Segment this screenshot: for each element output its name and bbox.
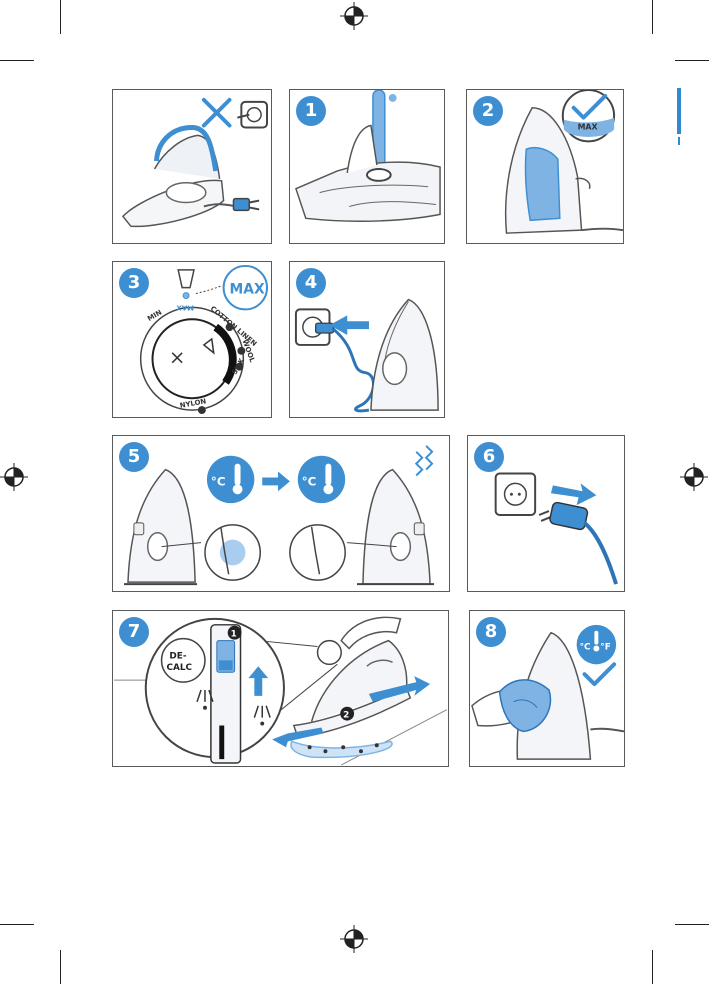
panel-step-3: 3 MAX MAX MIN COTTON LINEN WOOL SILK NYL… [112,261,272,418]
crop-mark-top-right-v [652,0,653,34]
panel-step-8: 8 °C °F [469,610,625,767]
check-icon [571,93,608,120]
sub-step-2: 2 [343,711,349,721]
thermometer-icon [206,455,255,504]
crop-mark-bottom-left-h [0,924,34,925]
unit-c-right: °C [302,474,317,488]
unit-c: °C [580,643,591,653]
plug-icon [315,322,335,334]
panel-step-7: 7 2 1 [112,610,449,767]
crop-mark-bottom-right-v [652,950,653,984]
crop-mark-bottom-right-h [675,924,709,925]
max-level-label: MAX [578,122,598,131]
panel-step-2: 2 MAX [466,89,624,244]
step-badge-5: 5 [119,442,149,472]
unit-f: °F [600,643,611,653]
cross-icon [201,97,232,128]
side-tab-marker [677,88,681,134]
step-badge-8: 8 [476,617,506,647]
step-badge-4: 4 [296,268,326,298]
panel-step-4: 4 [289,261,445,418]
panel-unplug-warning [112,89,272,244]
registration-mark-left [0,463,28,491]
unit-c-left: °C [211,474,226,488]
crop-mark-bottom-left-v [60,950,61,984]
crop-mark-top-left-h [0,60,34,61]
registration-mark-top [340,2,368,30]
step-badge-1: 1 [296,96,326,126]
panel-step-1: 1 [289,89,445,244]
panel-step-5: 5 °C °C [112,435,450,592]
step-badge-3: 3 [119,268,149,298]
step-badge-6: 6 [474,442,504,472]
step-badge-7: 7 [119,617,149,647]
crop-mark-top-left-v [60,0,61,34]
crop-mark-top-right-h [675,60,709,61]
side-tab-marker-small [678,137,680,145]
max-badge-label: MAX [230,282,265,298]
check-icon-2 [582,662,617,687]
decalc-label-line1: DE- [169,651,186,661]
min-dial-label: MIN [146,308,163,323]
sub-step-1: 1 [231,630,237,640]
max-dial-label: MAX [176,303,194,311]
registration-mark-right [680,463,708,491]
decalc-label-line2: CALC [166,663,192,673]
registration-mark-bottom [340,925,368,953]
step-badge-2: 2 [473,96,503,126]
panel-step-6: 6 [467,435,625,592]
